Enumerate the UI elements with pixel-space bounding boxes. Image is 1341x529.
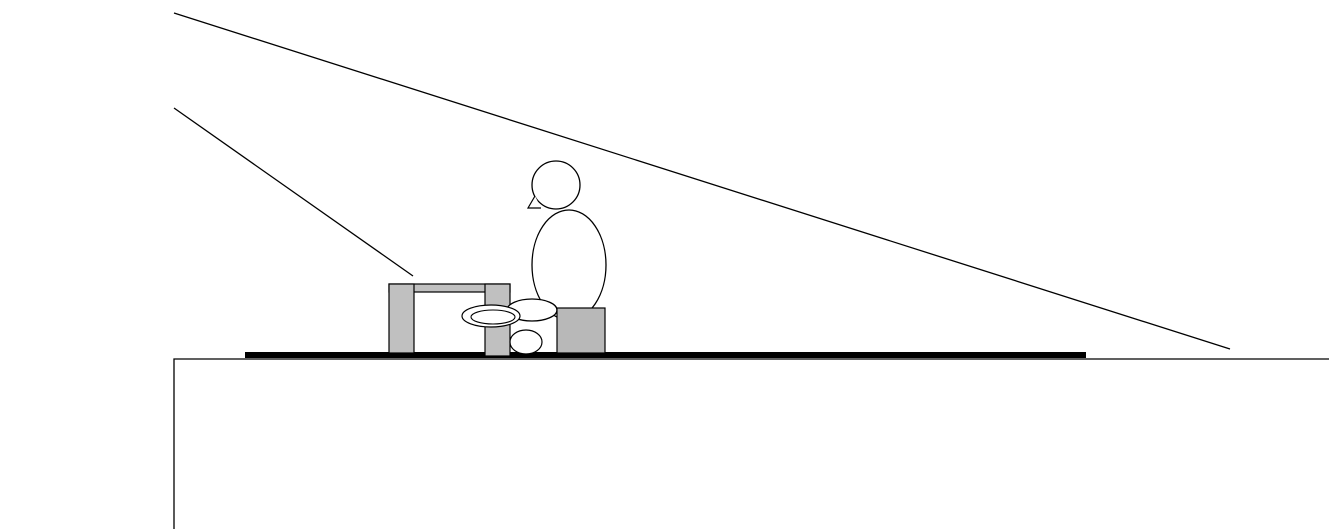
table-leg-left xyxy=(388,283,415,354)
upper-sight-line xyxy=(173,12,1231,350)
person-foot-lower xyxy=(509,329,543,355)
person-foot-inner xyxy=(470,309,516,325)
seated-person xyxy=(461,160,607,355)
lower-sight-line xyxy=(173,107,414,277)
person-head xyxy=(531,160,581,210)
floor-mat xyxy=(245,352,1086,358)
person-nose xyxy=(526,195,541,209)
cushion-block xyxy=(556,307,606,354)
floor-edge xyxy=(173,358,1329,529)
